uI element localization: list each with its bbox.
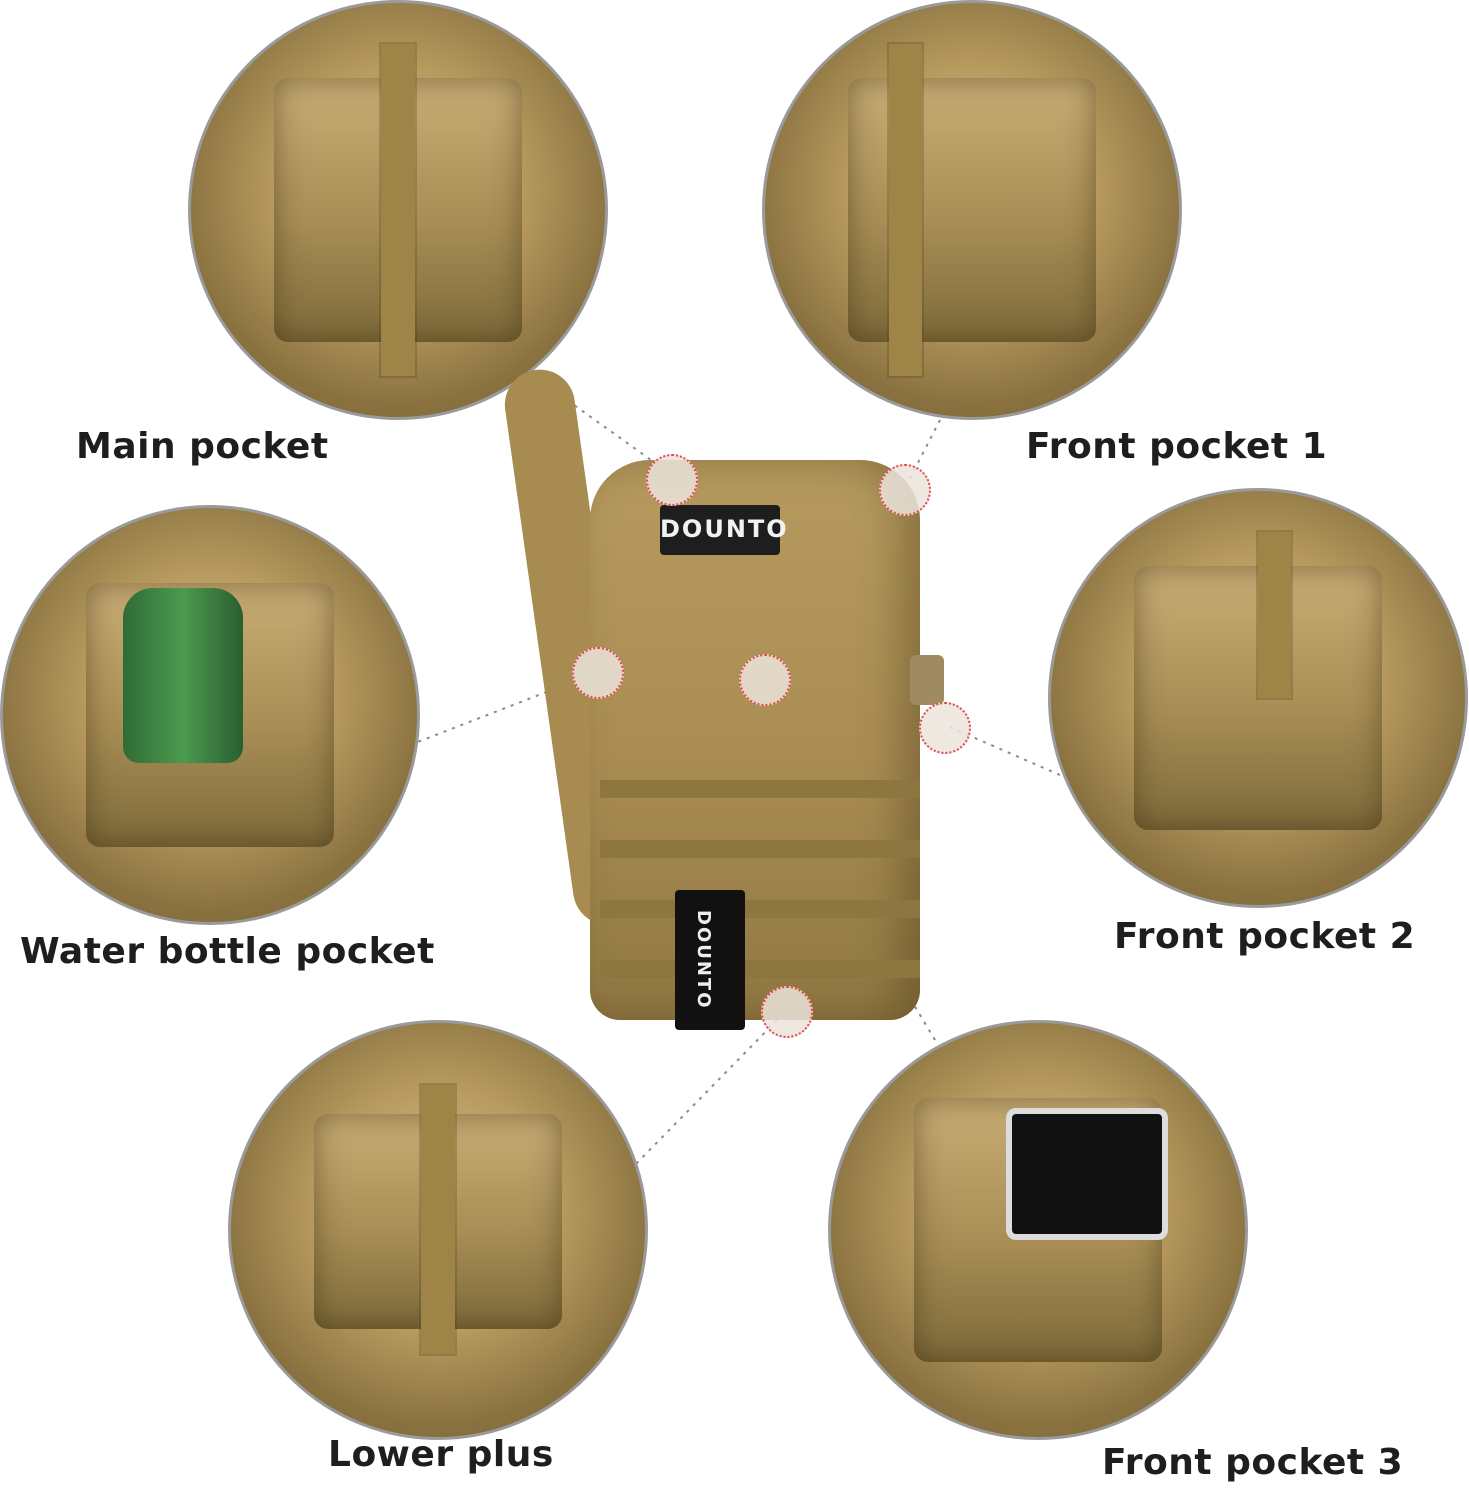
caption-lower-plus: Lower plus [328, 1434, 554, 1475]
brand-hang-tag: DOUNTO [675, 890, 745, 1030]
hotspot-lower-plus [761, 986, 813, 1038]
hotspot-front-pocket-2 [739, 654, 791, 706]
brand-patch-text: DOUNTO [660, 515, 789, 543]
hotspot-front-pocket-1 [879, 464, 931, 516]
caption-front-pocket-3: Front pocket 3 [1102, 1442, 1404, 1483]
front-pocket-3-photo [828, 1020, 1248, 1440]
hotspot-front-pocket-3 [919, 702, 971, 754]
caption-water-bottle-pocket: Water bottle pocket [20, 931, 435, 972]
main-pocket-photo [188, 0, 608, 420]
caption-front-pocket-1: Front pocket 1 [1026, 426, 1328, 467]
front-pocket-2-photo [1048, 488, 1468, 908]
front-pocket-1-photo [762, 0, 1182, 420]
tablet [1006, 1108, 1168, 1240]
buckle [910, 655, 944, 705]
sling-backpack: DOUNTO DOUNTO [470, 365, 1030, 1050]
caption-front-pocket-2: Front pocket 2 [1114, 916, 1416, 957]
water-bottle [123, 588, 243, 763]
caption-main-pocket: Main pocket [76, 426, 329, 467]
molle-webbing [600, 780, 920, 798]
brand-patch: DOUNTO [660, 505, 789, 555]
hotspot-main-pocket [646, 454, 698, 506]
brand-tag-text: DOUNTO [693, 910, 714, 1010]
hotspot-water-bottle [572, 647, 624, 699]
molle-webbing [600, 840, 920, 858]
molle-webbing [600, 960, 920, 978]
lower-plus-photo [228, 1020, 648, 1440]
water-bottle-pocket-photo [0, 505, 420, 925]
molle-webbing [600, 900, 920, 918]
